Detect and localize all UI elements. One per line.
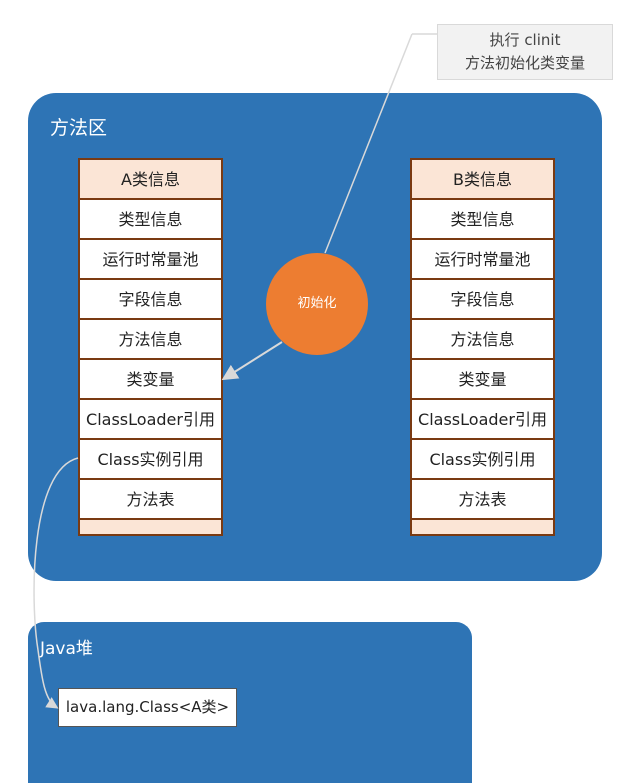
class-b-type-info: 类型信息 — [412, 200, 553, 240]
java-heap-title: Java堆 — [40, 639, 93, 659]
class-b-info: B类信息 类型信息 运行时常量池 字段信息 方法信息 类变量 ClassLoad… — [410, 158, 555, 536]
class-ref-arrow — [33, 457, 79, 709]
class-a-class-variables: 类变量 — [80, 360, 221, 400]
class-object-box: lava.lang.Class<A类> — [58, 688, 237, 727]
class-a-class-instance-ref: Class实例引用 — [80, 440, 221, 480]
init-circle: 初始化 — [266, 253, 368, 355]
note-to-circle-line — [324, 33, 413, 254]
class-b-method-info: 方法信息 — [412, 320, 553, 360]
class-b-constant-pool: 运行时常量池 — [412, 240, 553, 280]
class-b-method-table: 方法表 — [412, 480, 553, 520]
method-area-title: 方法区 — [50, 117, 108, 139]
class-a-info: A类信息 类型信息 运行时常量池 字段信息 方法信息 类变量 ClassLoad… — [78, 158, 223, 536]
class-a-footer — [80, 520, 221, 534]
class-a-method-info: 方法信息 — [80, 320, 221, 360]
class-a-method-table: 方法表 — [80, 480, 221, 520]
class-a-classloader-ref: ClassLoader引用 — [80, 400, 221, 440]
class-a-field-info: 字段信息 — [80, 280, 221, 320]
class-a-type-info: 类型信息 — [80, 200, 221, 240]
init-arrow — [221, 341, 283, 381]
class-b-class-instance-ref: Class实例引用 — [412, 440, 553, 480]
class-b-footer — [412, 520, 553, 534]
class-b-class-variables: 类变量 — [412, 360, 553, 400]
note-line-1: 执行 clinit — [489, 31, 561, 49]
class-a-header: A类信息 — [80, 160, 221, 200]
class-b-field-info: 字段信息 — [412, 280, 553, 320]
class-b-classloader-ref: ClassLoader引用 — [412, 400, 553, 440]
note-line-2: 方法初始化类变量 — [464, 54, 585, 72]
class-a-constant-pool: 运行时常量池 — [80, 240, 221, 280]
clinit-note: 执行 clinit 方法初始化类变量 — [437, 24, 613, 80]
class-b-header: B类信息 — [412, 160, 553, 200]
